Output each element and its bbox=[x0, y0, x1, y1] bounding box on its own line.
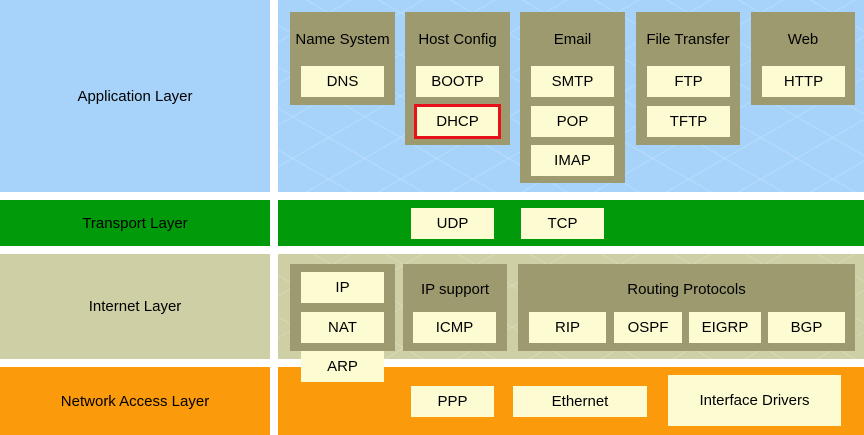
ospf-box: OSPF bbox=[614, 312, 682, 343]
dhcp-box: DHCP bbox=[414, 104, 501, 139]
file-transfer-title: File Transfer bbox=[646, 30, 730, 48]
transport-layer-label: Transport Layer bbox=[0, 200, 270, 246]
ppp-box: PPP bbox=[411, 386, 494, 417]
udp-box: UDP bbox=[411, 208, 494, 239]
tftp-box: TFTP bbox=[647, 106, 730, 137]
bgp-box: BGP bbox=[768, 312, 845, 343]
transport-layer-text: Transport Layer bbox=[82, 214, 188, 232]
network-access-layer-label: Network Access Layer bbox=[0, 367, 270, 435]
dns-box: DNS bbox=[301, 66, 384, 97]
interface-drivers-box: Interface Drivers bbox=[668, 375, 841, 426]
ip-support-title: IP support bbox=[420, 280, 490, 298]
name-system-title: Name System bbox=[295, 30, 390, 48]
ftp-box: FTP bbox=[647, 66, 730, 97]
tcp-box: TCP bbox=[521, 208, 604, 239]
arp-box: ARP bbox=[301, 351, 384, 382]
internet-layer-text: Internet Layer bbox=[88, 298, 182, 315]
email-title: Email bbox=[553, 30, 592, 48]
nat-box: NAT bbox=[301, 312, 384, 343]
smtp-box: SMTP bbox=[531, 66, 614, 97]
imap-box: IMAP bbox=[531, 145, 614, 176]
ethernet-box: Ethernet bbox=[513, 386, 647, 417]
eigrp-box: EIGRP bbox=[689, 312, 761, 343]
rip-box: RIP bbox=[529, 312, 606, 343]
icmp-box: ICMP bbox=[413, 312, 496, 343]
network-access-layer-text: Network Access Layer bbox=[60, 392, 210, 410]
application-layer-text: Application Layer bbox=[77, 87, 193, 105]
host-config-title: Host Config bbox=[418, 30, 497, 48]
internet-layer-label: Internet Layer bbox=[0, 254, 270, 359]
bootp-box: BOOTP bbox=[416, 66, 499, 97]
pop-box: POP bbox=[531, 106, 614, 137]
application-layer-label: Application Layer bbox=[0, 0, 270, 192]
web-title: Web bbox=[787, 30, 819, 48]
ip-box: IP bbox=[301, 272, 384, 303]
routing-protocols-title: Routing Protocols bbox=[627, 280, 746, 298]
http-box: HTTP bbox=[762, 66, 845, 97]
